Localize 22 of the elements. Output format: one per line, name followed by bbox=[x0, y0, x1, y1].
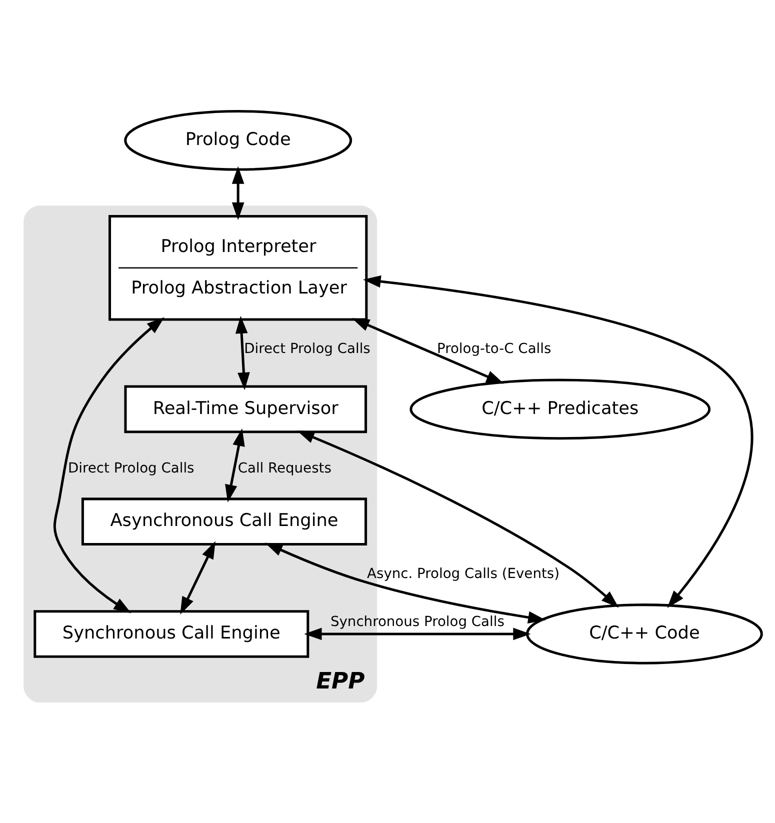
node-box: Asynchronous Call Engine bbox=[80, 498, 367, 546]
node-ellipse: C/C++ Predicates bbox=[409, 378, 710, 440]
node-box: Synchronous Call Engine bbox=[33, 610, 309, 658]
arrow bbox=[52, 317, 164, 614]
arrow bbox=[264, 542, 546, 624]
arrow bbox=[296, 430, 618, 608]
edge-label: Call Requests bbox=[237, 460, 331, 476]
edge-label: Prolog-to-C Calls bbox=[436, 341, 551, 358]
arrow bbox=[351, 318, 504, 384]
edge-label: Direct Prolog Calls bbox=[244, 341, 370, 358]
arrow bbox=[304, 628, 530, 640]
edge-label: Direct Prolog Calls bbox=[68, 460, 194, 476]
edge-label: Synchronous Prolog Calls bbox=[330, 614, 504, 630]
node-box: Real-Time Supervisor bbox=[124, 385, 367, 434]
arrow bbox=[234, 316, 250, 390]
edge-label: Async. Prolog Calls (Events) bbox=[366, 566, 559, 582]
node-ellipse: Prolog Code bbox=[124, 110, 352, 171]
arrow bbox=[231, 166, 244, 220]
arrow bbox=[362, 275, 753, 608]
arrow bbox=[224, 428, 244, 502]
node-box: Prolog Interpreter Prolog Abstraction Layer bbox=[108, 215, 368, 321]
arrow bbox=[180, 541, 215, 614]
